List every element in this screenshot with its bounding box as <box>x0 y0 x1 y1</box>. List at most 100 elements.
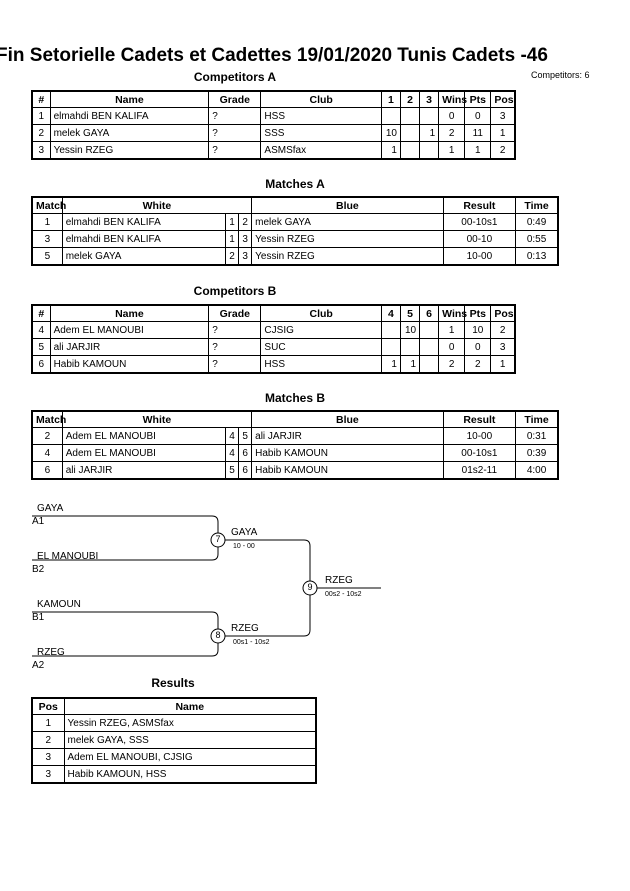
bracket-entry-seed: A1 <box>32 516 45 527</box>
cell: 1 <box>380 141 401 160</box>
cell: Yessin RZEG, ASMSfax <box>63 714 317 732</box>
col-name: Name <box>63 697 317 715</box>
bracket-entry-seed: B2 <box>32 564 45 575</box>
results-title: Results <box>151 676 195 690</box>
cell: ? <box>208 321 262 339</box>
cell: 0:49 <box>515 213 559 231</box>
cell: elmahdi BEN KALIFA <box>49 107 210 125</box>
match-9-number: 9 <box>307 582 313 592</box>
cell <box>399 107 421 125</box>
col-number: # <box>31 304 51 322</box>
semi2-score: 00s1 - 10s2 <box>233 639 270 646</box>
col-vs-3: 3 <box>419 90 440 108</box>
col-match: Match <box>31 196 66 214</box>
header-row: # Name Grade Club 1 2 3 Wins Pts Pos <box>31 90 516 108</box>
cell: Adem EL MANOUBI <box>49 321 210 339</box>
col-club: Club <box>260 304 382 322</box>
bracket-connector-final <box>218 539 311 637</box>
cell: 6 <box>31 461 63 480</box>
cell: 3 <box>490 338 516 356</box>
cell: 10 <box>399 321 421 339</box>
semi2-winner: RZEG <box>231 623 259 634</box>
cell: 3 <box>31 765 65 784</box>
cell: ? <box>208 107 262 125</box>
cell <box>399 141 421 160</box>
matches-a-title: Matches A <box>265 177 325 191</box>
col-vs-1: 1 <box>380 90 401 108</box>
col-blue: Blue <box>251 410 444 428</box>
cell: 1 <box>419 124 440 142</box>
bracket-entry-name: EL MANOUBI <box>37 551 99 562</box>
cell: 3 <box>238 230 253 248</box>
cell: 4 <box>31 321 51 339</box>
bracket-entry-seed: A2 <box>32 660 45 671</box>
match-8-circle <box>210 628 226 644</box>
cell: ? <box>208 355 262 374</box>
cell: ASMSfax <box>260 141 382 160</box>
col-pos: Pos <box>490 304 516 322</box>
cell: 1 <box>438 321 466 339</box>
cell: Habib KAMOUN <box>49 355 210 374</box>
col-white: White <box>61 410 253 428</box>
cell: 4 <box>224 427 240 445</box>
cell <box>419 321 440 339</box>
bracket-entry-seed: B1 <box>32 612 45 623</box>
cell: 4:00 <box>515 461 559 480</box>
col-time: Time <box>515 410 559 428</box>
cell: 0:31 <box>515 427 559 445</box>
header-row: Match White Blue Result Time <box>31 196 559 214</box>
final-score: 00s2 - 10s2 <box>325 591 362 598</box>
cell <box>380 338 401 356</box>
cell: 1 <box>399 355 421 374</box>
header-row: # Name Grade Club 4 5 6 Wins Pts Pos <box>31 304 516 322</box>
competitors-a-header: # Name Grade Club 1 2 3 Wins Pts Pos <box>31 90 516 108</box>
cell: ? <box>208 141 262 160</box>
cell <box>419 355 440 374</box>
cell <box>419 141 440 160</box>
cell: 1 <box>31 107 51 125</box>
semi1-winner: GAYA <box>231 527 258 538</box>
col-pos: Pos <box>490 90 516 108</box>
cell: 0:39 <box>515 444 559 462</box>
cell: 2 <box>31 731 65 749</box>
cell <box>399 338 421 356</box>
cell: 6 <box>238 461 253 480</box>
cell: Yessin RZEG <box>251 247 444 266</box>
cell: 1 <box>224 213 240 231</box>
cell: SSS <box>260 124 382 142</box>
matches-a-header: Match White Blue Result Time <box>31 196 559 214</box>
cell: 10 <box>380 124 401 142</box>
cell: 1 <box>31 213 63 231</box>
col-grade: Grade <box>208 304 262 322</box>
match-8-number: 8 <box>215 630 221 640</box>
cell: 5 <box>31 247 63 266</box>
match-9-circle <box>302 580 318 596</box>
cell: Yessin RZEG <box>251 230 444 248</box>
final-winner: RZEG <box>325 575 353 586</box>
matches-b-header: Match White Blue Result Time <box>31 410 559 428</box>
cell: 3 <box>31 141 51 160</box>
cell: 0 <box>438 338 466 356</box>
cell: Adem EL MANOUBI, CJSIG <box>63 748 317 766</box>
cell: 0 <box>438 107 466 125</box>
col-pts: Pts <box>464 304 492 322</box>
cell: 1 <box>224 230 240 248</box>
cell: 6 <box>238 444 253 462</box>
cell: 5 <box>31 338 51 356</box>
cell: 3 <box>31 748 65 766</box>
cell: 2 <box>490 321 516 339</box>
competitors-a-title: Competitors A <box>193 70 277 84</box>
cell: 1 <box>490 355 516 374</box>
col-result: Result <box>442 196 517 214</box>
